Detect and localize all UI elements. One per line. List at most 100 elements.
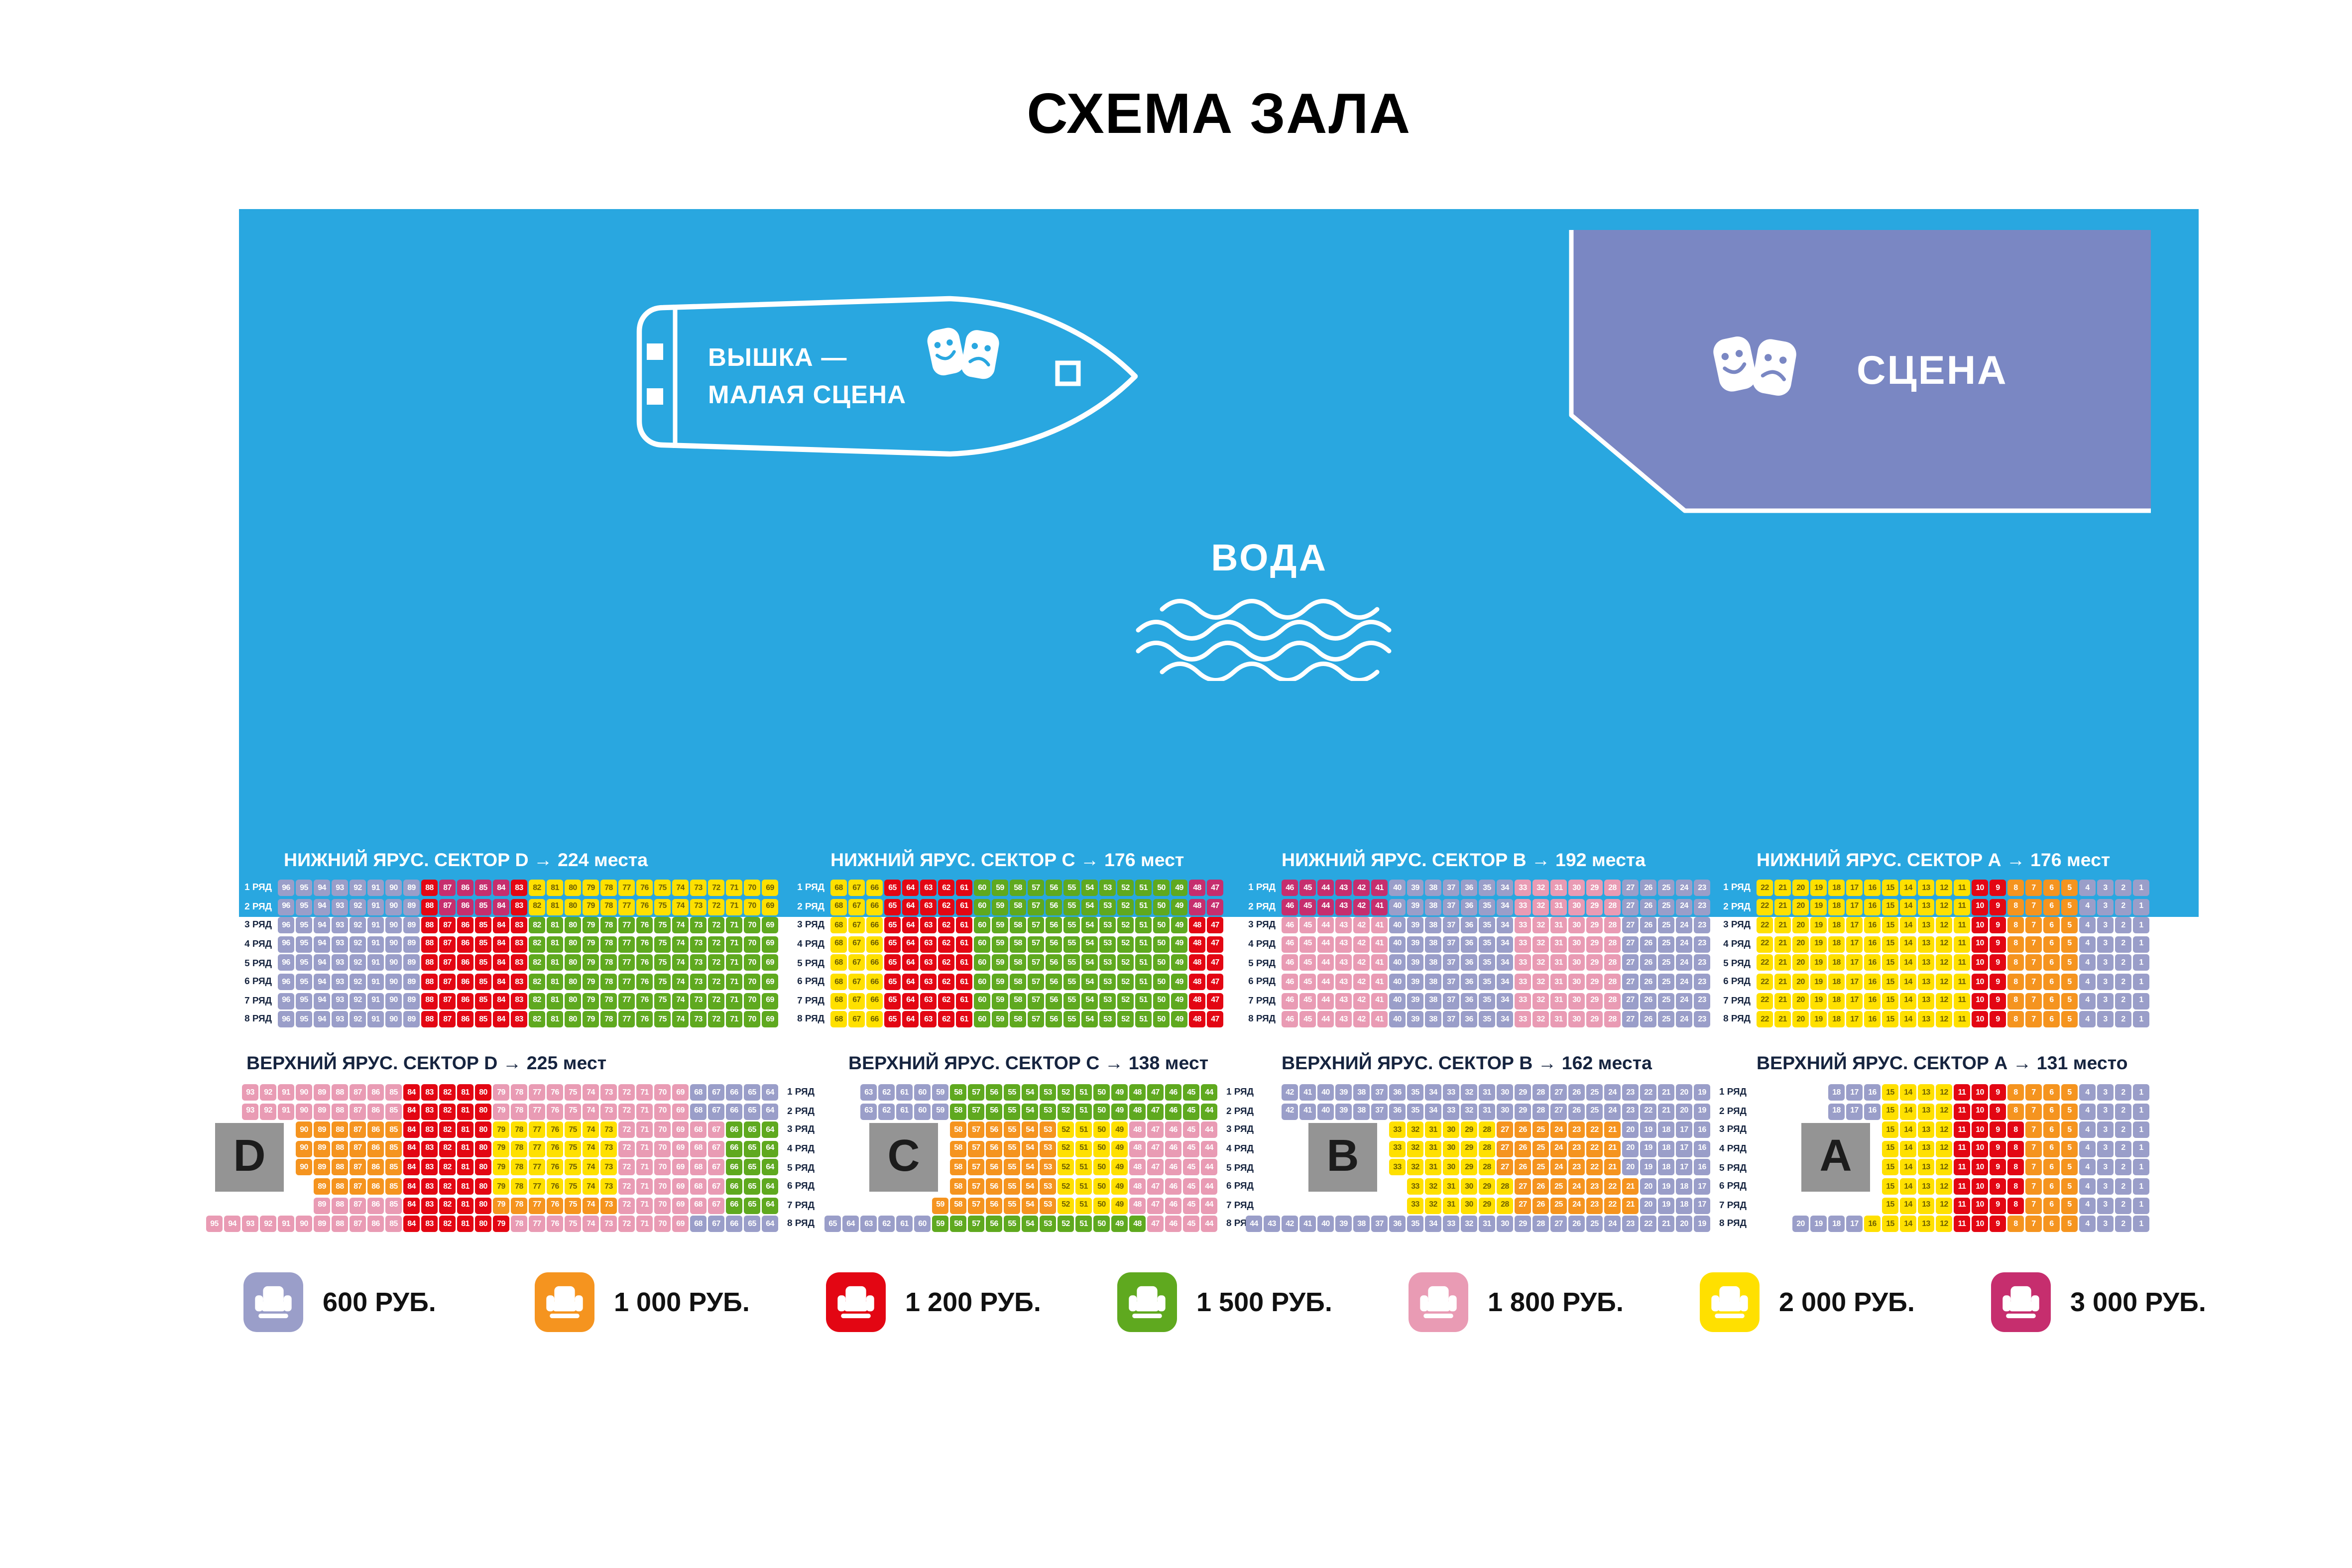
seat[interactable]: 6 xyxy=(2043,1103,2060,1120)
seat[interactable]: 52 xyxy=(1058,1159,1074,1176)
seat[interactable]: 45 xyxy=(1183,1216,1199,1232)
seat[interactable]: 77 xyxy=(529,1084,545,1101)
seat[interactable]: 22 xyxy=(1640,1103,1656,1120)
seat[interactable]: 74 xyxy=(672,974,689,990)
seat[interactable]: 73 xyxy=(690,1011,706,1028)
seat[interactable]: 40 xyxy=(1317,1216,1334,1232)
seat[interactable]: 33 xyxy=(1515,880,1531,896)
seat[interactable]: 75 xyxy=(565,1197,581,1214)
seat[interactable]: 20 xyxy=(1622,1159,1639,1176)
seat[interactable]: 88 xyxy=(421,917,438,934)
seat[interactable]: 36 xyxy=(1461,898,1477,915)
seat[interactable]: 20 xyxy=(1622,1140,1639,1157)
seat[interactable]: 66 xyxy=(866,917,883,934)
seat[interactable]: 40 xyxy=(1317,1103,1334,1120)
seat[interactable]: 16 xyxy=(1864,1216,1881,1232)
seat[interactable]: 55 xyxy=(1004,1159,1020,1176)
seat[interactable]: 14 xyxy=(1900,1140,1916,1157)
seat[interactable]: 38 xyxy=(1425,917,1441,934)
seat[interactable]: 64 xyxy=(902,992,919,1009)
seat[interactable]: 66 xyxy=(726,1121,742,1138)
seat[interactable]: 81 xyxy=(547,1011,563,1028)
seat[interactable]: 16 xyxy=(1694,1140,1710,1157)
seat[interactable]: 41 xyxy=(1299,1084,1316,1101)
seat[interactable]: 18 xyxy=(1828,1011,1845,1028)
seat[interactable]: 27 xyxy=(1622,992,1639,1009)
seat[interactable]: 54 xyxy=(1081,992,1098,1009)
seat[interactable]: 65 xyxy=(744,1216,760,1232)
seat[interactable]: 34 xyxy=(1497,992,1513,1009)
seat[interactable]: 56 xyxy=(986,1121,1002,1138)
seat[interactable]: 6 xyxy=(2043,1084,2060,1101)
seat[interactable]: 24 xyxy=(1604,1084,1621,1101)
seat[interactable]: 32 xyxy=(1532,955,1549,972)
seat[interactable]: 20 xyxy=(1676,1103,1692,1120)
seat[interactable]: 6 xyxy=(2043,992,2060,1009)
seat[interactable]: 69 xyxy=(672,1084,689,1101)
seat[interactable]: 41 xyxy=(1371,974,1388,990)
seat[interactable]: 6 xyxy=(2043,917,2060,934)
seat[interactable]: 76 xyxy=(547,1178,563,1195)
seat[interactable]: 40 xyxy=(1389,898,1406,915)
seat[interactable]: 23 xyxy=(1568,1140,1585,1157)
seat[interactable]: 4 xyxy=(2079,1121,2096,1138)
seat[interactable]: 17 xyxy=(1846,1103,1863,1120)
seat[interactable]: 53 xyxy=(1040,1216,1056,1232)
seat[interactable]: 61 xyxy=(956,936,972,953)
seat[interactable]: 50 xyxy=(1093,1197,1110,1214)
seat[interactable]: 41 xyxy=(1371,992,1388,1009)
seat[interactable]: 65 xyxy=(884,1011,901,1028)
seat[interactable]: 7 xyxy=(2025,955,2042,972)
seat[interactable]: 84 xyxy=(403,1103,420,1120)
seat[interactable]: 20 xyxy=(1792,898,1809,915)
seat[interactable]: 16 xyxy=(1864,936,1881,953)
seat[interactable]: 42 xyxy=(1353,880,1370,896)
seat[interactable]: 25 xyxy=(1586,1216,1603,1232)
seat[interactable]: 72 xyxy=(618,1121,635,1138)
seat[interactable]: 57 xyxy=(968,1140,984,1157)
seat[interactable]: 84 xyxy=(493,974,509,990)
seat[interactable]: 28 xyxy=(1604,917,1621,934)
seat[interactable]: 50 xyxy=(1153,936,1170,953)
seat[interactable]: 5 xyxy=(2061,1103,2078,1120)
seat[interactable]: 92 xyxy=(350,1011,366,1028)
seat[interactable]: 55 xyxy=(1063,880,1080,896)
seat[interactable]: 17 xyxy=(1694,1178,1710,1195)
seat[interactable]: 23 xyxy=(1694,974,1710,990)
seat[interactable]: 31 xyxy=(1479,1216,1495,1232)
seat[interactable]: 53 xyxy=(1040,1103,1056,1120)
seat[interactable]: 18 xyxy=(1828,917,1845,934)
seat[interactable]: 69 xyxy=(672,1103,689,1120)
seat[interactable]: 58 xyxy=(950,1084,966,1101)
seat[interactable]: 29 xyxy=(1461,1121,1477,1138)
seat[interactable]: 29 xyxy=(1586,936,1603,953)
seat[interactable]: 69 xyxy=(762,898,778,915)
seat[interactable]: 82 xyxy=(529,880,545,896)
seat[interactable]: 69 xyxy=(672,1216,689,1232)
seat[interactable]: 12 xyxy=(1936,1084,1952,1101)
seat[interactable]: 57 xyxy=(968,1178,984,1195)
seat[interactable]: 52 xyxy=(1117,880,1134,896)
seat[interactable]: 65 xyxy=(884,992,901,1009)
seat[interactable]: 63 xyxy=(860,1084,877,1101)
seat[interactable]: 15 xyxy=(1882,1216,1898,1232)
seat[interactable]: 49 xyxy=(1111,1084,1128,1101)
seat[interactable]: 54 xyxy=(1081,936,1098,953)
seat[interactable]: 80 xyxy=(565,880,581,896)
seat[interactable]: 43 xyxy=(1264,1216,1280,1232)
seat[interactable]: 52 xyxy=(1117,974,1134,990)
seat[interactable]: 2 xyxy=(2115,1178,2131,1195)
seat[interactable]: 2 xyxy=(2115,1084,2131,1101)
seat[interactable]: 30 xyxy=(1568,936,1585,953)
seat[interactable]: 87 xyxy=(439,917,456,934)
seat[interactable]: 8 xyxy=(2007,880,2024,896)
seat[interactable]: 62 xyxy=(938,917,954,934)
seat[interactable]: 17 xyxy=(1846,1216,1863,1232)
seat[interactable]: 74 xyxy=(583,1216,599,1232)
seat[interactable]: 15 xyxy=(1882,880,1898,896)
seat[interactable]: 17 xyxy=(1676,1121,1692,1138)
seat[interactable]: 80 xyxy=(565,917,581,934)
seat[interactable]: 39 xyxy=(1407,1011,1423,1028)
seat[interactable]: 89 xyxy=(314,1121,330,1138)
seat[interactable]: 18 xyxy=(1658,1121,1674,1138)
